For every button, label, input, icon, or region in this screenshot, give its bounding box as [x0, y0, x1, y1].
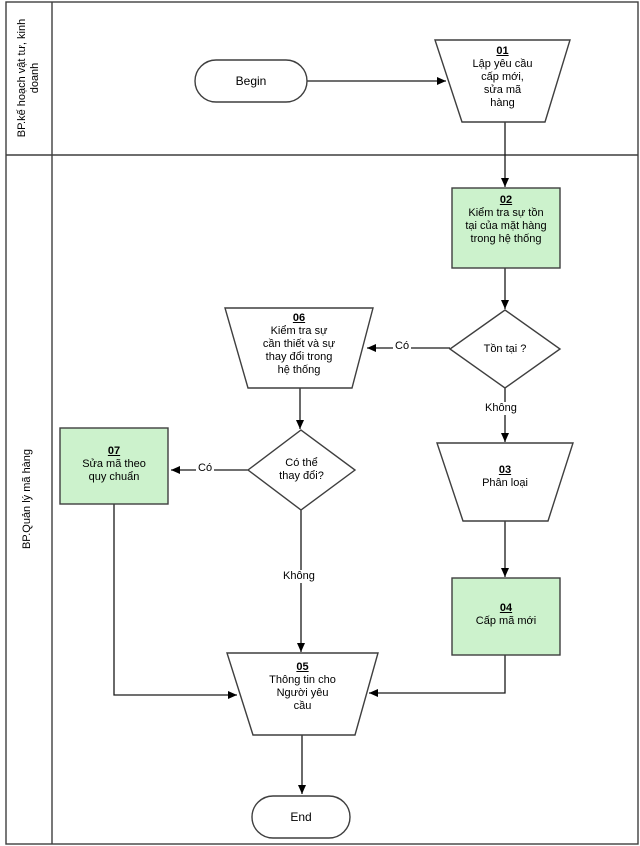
node-04-text: 04 Cấp mã mới	[452, 601, 560, 628]
decision-tontai-label: Tồn tại ?	[483, 342, 527, 355]
decision-cothe-shape	[246, 429, 357, 511]
connector-07-to-05	[113, 504, 237, 699]
node-07-label: Sửa mã theo quy chuẩn	[82, 458, 146, 483]
lane-label-quan-ly: BP.Quản lý mã hàng	[21, 448, 33, 550]
node-07-shape	[59, 427, 169, 505]
node-06-number: 06	[292, 312, 306, 324]
edge-label-cothe-co: Có	[196, 462, 215, 475]
node-06-shape	[224, 307, 374, 389]
node-01-shape	[434, 39, 571, 123]
begin-label: Begin	[235, 73, 267, 88]
lane-label-ke-hoach: BP.kế hoạch vật tư, kinh doanh	[16, 18, 41, 138]
edge-label-tontai-co: Có	[393, 340, 412, 353]
edge-label-tontai-khong: Không	[483, 402, 519, 415]
node-02-shape	[451, 187, 561, 269]
decision-tontai-shape	[448, 309, 562, 389]
node-04-label: Cấp mã mới	[475, 615, 537, 627]
node-04-shape	[451, 577, 561, 656]
end-label: End	[290, 809, 312, 824]
node-02-number: 02	[499, 194, 513, 206]
node-07-number: 07	[107, 445, 121, 457]
node-07-text: 07 Sửa mã theo quy chuẩn	[60, 444, 168, 484]
node-05-text: 05 Thông tin cho Người yêu cầu	[227, 660, 378, 713]
node-05-shape	[226, 652, 379, 736]
node-02-text: 02 Kiểm tra sự tồn tại của mặt hàng tron…	[452, 193, 560, 246]
node-03-number: 03	[498, 464, 512, 476]
node-02-label: Kiểm tra sự tồn tại của mặt hàng trong h…	[465, 207, 547, 245]
node-03-text: 03 Phân loại	[437, 463, 573, 490]
connector-04-to-05	[369, 655, 506, 697]
node-01-label: Lập yêu cầu cấp mới, sửa mã hàng	[472, 58, 533, 109]
node-06-text: 06 Kiểm tra sự cần thiết và sự thay đổi …	[225, 311, 373, 377]
node-03-label: Phân loại	[482, 477, 528, 489]
node-01-number: 01	[496, 45, 509, 57]
edge-label-cothe-khong: Không	[281, 570, 317, 583]
node-03-shape	[436, 442, 574, 522]
node-04-number: 04	[499, 602, 513, 614]
node-05-number: 05	[296, 661, 309, 673]
node-06-label: Kiểm tra sự cần thiết và sự thay đổi tro…	[262, 325, 336, 376]
node-05-label: Thông tin cho Người yêu cầu	[269, 674, 336, 712]
node-01-text: 01 Lập yêu cầu cấp mới, sửa mã hàng	[437, 44, 568, 110]
decision-cothe-label: Có thể thay đổi?	[279, 457, 324, 482]
end-shape	[251, 795, 351, 839]
swimlane-frame	[5, 1, 639, 845]
begin-shape	[194, 59, 308, 103]
